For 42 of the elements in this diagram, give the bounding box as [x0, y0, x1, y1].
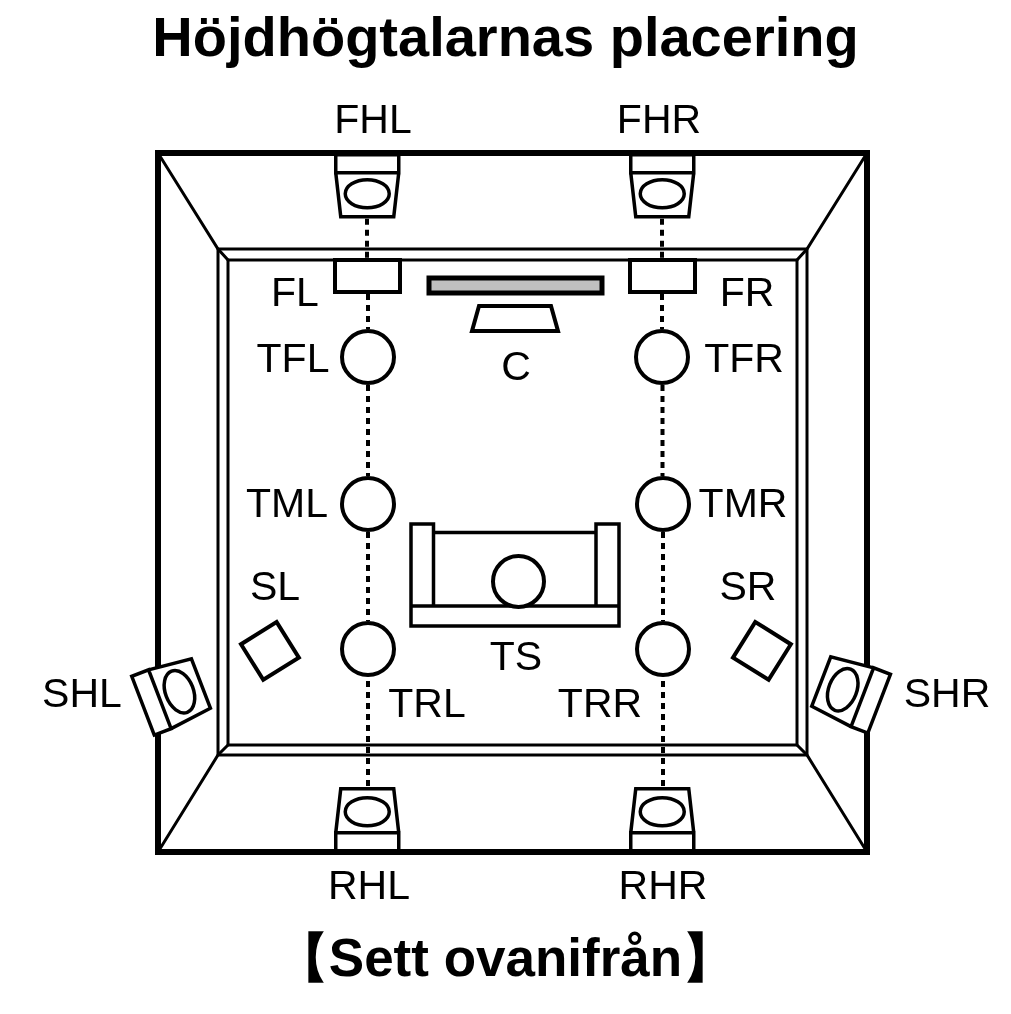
dotted-line — [661, 532, 665, 621]
wall-speaker-icon — [130, 657, 213, 738]
trapezoid-speaker-icon — [470, 303, 560, 333]
speaker-label: TRR — [557, 682, 643, 724]
dotted-line — [366, 294, 370, 329]
speaker-label: TS — [489, 635, 543, 677]
dotted-line — [365, 218, 369, 258]
wall-speaker-icon — [809, 655, 892, 736]
speaker-circle-icon — [340, 476, 396, 532]
wall-speaker-icon — [333, 153, 401, 219]
speaker-circle-icon — [635, 476, 691, 532]
speaker-label: C — [501, 345, 531, 387]
speaker-label: FL — [271, 271, 319, 313]
speaker-circle-icon — [634, 329, 690, 385]
speaker-label: TMR — [698, 482, 788, 524]
wall-speaker-icon — [628, 153, 696, 219]
speaker-circle-icon — [635, 621, 691, 677]
caption-text: 【Sett ovanifrån】 — [275, 928, 736, 989]
speaker-label: TML — [246, 482, 328, 524]
speaker-label: SHL — [42, 672, 122, 714]
dotted-line — [660, 385, 665, 476]
speaker-label: SHR — [903, 672, 991, 714]
speaker-label: FHL — [334, 98, 412, 140]
speaker-circle-icon — [490, 553, 546, 609]
speaker-label: FHR — [616, 98, 702, 140]
speaker-circle-icon — [340, 621, 396, 677]
dotted-line — [366, 532, 370, 621]
dotted-line — [366, 385, 370, 476]
speaker-label: FR — [719, 271, 775, 313]
speaker-box-icon — [628, 258, 697, 294]
speaker-label: TRL — [388, 682, 466, 724]
speaker-label: RHL — [328, 864, 410, 906]
speaker-label: SL — [249, 565, 301, 607]
speaker-label: TFR — [704, 337, 784, 379]
dotted-line — [660, 218, 664, 258]
speaker-label: TFL — [256, 337, 330, 379]
dotted-line — [660, 294, 664, 329]
speaker-label: SR — [719, 565, 777, 607]
speaker-box-icon — [333, 258, 402, 294]
speaker-label: RHR — [618, 864, 708, 906]
diagram-title: Höjdhögtalarnas placering — [152, 5, 859, 70]
speaker-circle-icon — [340, 329, 396, 385]
